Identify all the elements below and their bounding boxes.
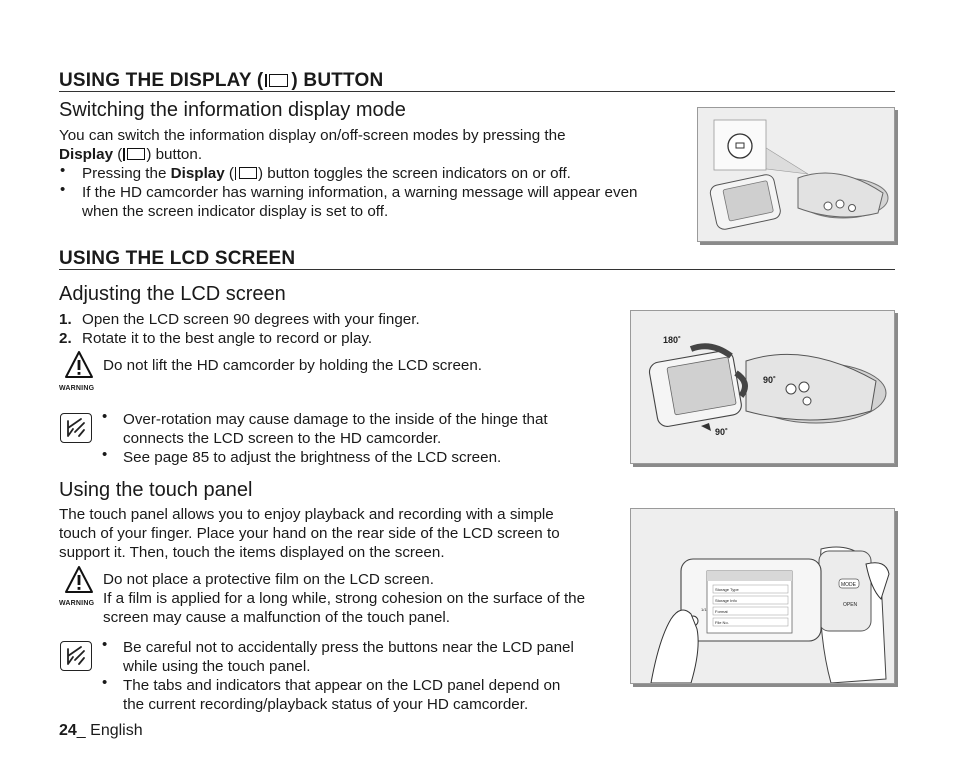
warning-text-lift: Do not lift the HD camcorder by holding … — [103, 357, 483, 374]
title-text-post: ) BUTTON — [291, 70, 384, 91]
warning-label: WARNING — [59, 385, 95, 392]
note-buttons-near-panel: Be careful not to accidentally press the… — [123, 638, 623, 676]
bullet-line: If the HD camcorder has warning informat… — [82, 184, 638, 201]
subtitle-switching-display: Switching the information display mode — [59, 99, 406, 121]
mode-label: MODE — [841, 582, 857, 588]
angle-label-180: 180˚ — [663, 335, 681, 345]
step-text: Rotate it to the best angle to record or… — [82, 330, 373, 347]
section-title-lcd-screen: USING THE LCD SCREEN — [59, 248, 296, 269]
bullet-text: Pressing the — [82, 165, 171, 182]
bullet-dot: • — [60, 162, 66, 179]
note-line: The tabs and indicators that appear on t… — [123, 677, 561, 694]
intro-paragraph: You can switch the information display o… — [59, 126, 679, 164]
footer-language: English — [90, 722, 143, 739]
para-line: touch of your finger. Place your hand on… — [59, 525, 560, 542]
menu-row-file-no: File No. — [715, 620, 729, 625]
lcd-rotation-illustration: 180˚ 90˚ 90˚ — [648, 335, 887, 437]
note-line: while using the touch panel. — [123, 658, 311, 675]
warning-icon — [65, 351, 93, 378]
warning-protective-film: Do not place a protective film on the LC… — [103, 570, 623, 627]
bullet-dot: • — [60, 181, 66, 198]
bullet-line: when the screen indicator display is set… — [82, 203, 389, 220]
touch-panel-illustration: Storage Type Storage Info Format File No… — [650, 546, 890, 684]
warning-line: Do not place a protective film on the LC… — [103, 571, 434, 588]
menu-row-format: Format — [715, 609, 729, 614]
step-text: Open the LCD screen 90 degrees with your… — [82, 311, 420, 328]
footer-sep: _ — [76, 722, 91, 739]
note-line: connects the LCD screen to the HD camcor… — [123, 430, 442, 447]
display-button-icon — [265, 74, 289, 87]
note-line: Over-rotation may cause damage to the in… — [123, 411, 548, 428]
note-brightness: See page 85 to adjust the brightness of … — [123, 449, 502, 466]
figure-touch-panel: Storage Type Storage Info Format File No… — [630, 508, 895, 684]
note-pen-icon — [67, 418, 85, 437]
bullet-dot: • — [102, 408, 108, 425]
figure-lcd-rotation: 180˚ 90˚ 90˚ — [630, 310, 895, 464]
subtitle-touch-panel: Using the touch panel — [59, 479, 253, 501]
title-text-pre: USING THE DISPLAY ( — [59, 70, 264, 91]
note-over-rotation: Over-rotation may cause damage to the in… — [123, 410, 603, 448]
note-pen-icon — [67, 646, 85, 665]
display-button-icon — [123, 148, 146, 161]
step-2: 2. Rotate it to the best angle to record… — [59, 329, 372, 348]
page-footer: 24_ English — [59, 722, 143, 740]
warning-line: If a film is applied for a long while, s… — [103, 590, 586, 607]
section-rule — [59, 269, 895, 270]
section-title-display-button: USING THE DISPLAY ( ) BUTTON — [59, 70, 383, 92]
touch-panel-paragraph: The touch panel allows you to enjoy play… — [59, 505, 619, 562]
note-line: Be careful not to accidentally press the… — [123, 639, 574, 656]
note-tabs-indicators: The tabs and indicators that appear on t… — [123, 676, 623, 714]
menu-page: 1/1 — [701, 607, 707, 612]
angle-label-90-down: 90˚ — [715, 427, 728, 437]
section-rule — [59, 91, 895, 92]
display-button-icon — [234, 167, 257, 180]
menu-row-storage-info: Storage Info — [715, 598, 738, 603]
para-line: support it. Then, touch the items displa… — [59, 544, 445, 561]
angle-label-90: 90˚ — [763, 375, 776, 385]
bullet-dot: • — [102, 446, 108, 463]
menu-row-storage-type: Storage Type — [715, 587, 739, 592]
camcorder-illustration — [709, 119, 889, 230]
note-icon — [60, 413, 92, 443]
bullet-display-toggle: Pressing the Display () button toggles t… — [82, 165, 571, 182]
warning-line: screen may cause a malfunction of the to… — [103, 609, 450, 626]
bullet-dot: • — [102, 674, 108, 691]
warning-label: WARNING — [59, 600, 95, 607]
figure-display-button — [697, 107, 895, 242]
step-number: 2. — [59, 330, 72, 347]
intro-line-1: You can switch the information display o… — [59, 127, 566, 144]
para-line: The touch panel allows you to enjoy play… — [59, 506, 554, 523]
step-number: 1. — [59, 311, 72, 328]
step-1: 1. Open the LCD screen 90 degrees with y… — [59, 310, 420, 329]
note-icon — [60, 641, 92, 671]
bullet-warning-info: If the HD camcorder has warning informat… — [82, 183, 682, 221]
subtitle-adjusting-lcd: Adjusting the LCD screen — [59, 283, 286, 305]
page-number: 24 — [59, 722, 77, 739]
open-label: OPEN — [843, 602, 858, 608]
display-word: Display — [170, 165, 225, 182]
warning-icon — [65, 566, 93, 593]
bullet-dot: • — [102, 636, 108, 653]
intro-line-2: Display () button. — [59, 146, 203, 163]
intro-post: ) button. — [146, 146, 203, 163]
note-line: the current recording/playback status of… — [123, 696, 529, 713]
display-word: Display — [59, 146, 114, 163]
bullet-text: ) button toggles the screen indicators o… — [257, 165, 571, 182]
